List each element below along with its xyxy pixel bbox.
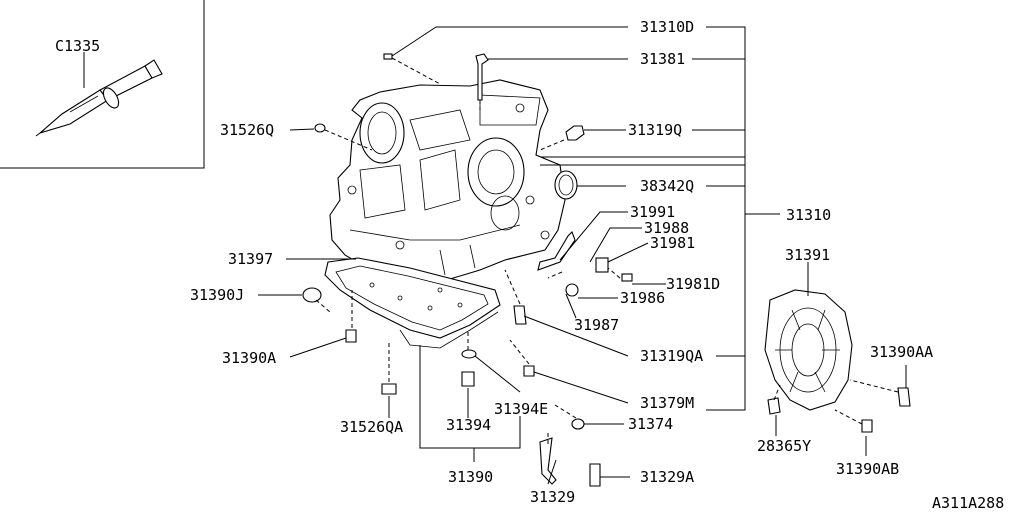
callout-31988: 31988	[644, 219, 689, 237]
callout-31390: 31390	[448, 468, 493, 486]
part-31526QA	[381, 383, 397, 395]
part-28365Y	[767, 397, 781, 415]
part-31526Q	[314, 123, 326, 133]
callout-31397: 31397	[228, 250, 273, 268]
part-31379M	[523, 365, 535, 377]
part-31381	[475, 53, 489, 101]
part-31390AB	[861, 419, 873, 433]
part-31981D	[621, 273, 633, 282]
part-31986	[565, 283, 579, 297]
install-lines	[315, 57, 899, 444]
part-31310D	[383, 53, 393, 60]
part-31329	[539, 437, 557, 485]
case-flange-ring	[467, 137, 525, 207]
part-31394	[461, 371, 475, 387]
callout-31390AA: 31390AA	[870, 343, 933, 361]
callout-31319QA: 31319QA	[640, 347, 703, 365]
callout-31987: 31987	[574, 316, 619, 334]
callout-31391: 31391	[785, 246, 830, 264]
callout-31981: 31981	[650, 234, 695, 252]
callout-31329A: 31329A	[640, 468, 694, 486]
callout-31986: 31986	[620, 289, 665, 307]
callout-28365Y: 28365Y	[757, 437, 811, 455]
sealant-tube-illustration	[35, 59, 163, 137]
callout-38342Q: 38342Q	[640, 177, 694, 195]
callout-31329: 31329	[530, 488, 575, 506]
callout-labels: 31310D 31381 31526Q 31319Q 38342Q 31310 …	[190, 18, 1004, 512]
part-31394E	[461, 349, 477, 359]
callout-31374: 31374	[628, 415, 673, 433]
part-38342Q	[554, 170, 578, 200]
callout-c1335: C1335	[55, 37, 100, 55]
small-parts	[302, 53, 911, 487]
part-31319Q	[565, 125, 585, 141]
part-31374	[571, 418, 585, 430]
case-bore	[359, 102, 405, 164]
part-31390A	[345, 329, 357, 343]
callout-31379M: 31379M	[640, 394, 694, 412]
part-31390J	[302, 287, 322, 303]
callout-31381: 31381	[640, 50, 685, 68]
part-31991	[537, 231, 576, 271]
callout-31991: 31991	[630, 203, 675, 221]
callout-31310: 31310	[786, 206, 831, 224]
part-31319QA	[513, 305, 527, 325]
callout-31390J: 31390J	[190, 286, 244, 304]
transmission-case	[329, 79, 566, 283]
callout-31394E: 31394E	[494, 400, 548, 418]
diagram-code: A311A288	[932, 494, 1004, 512]
callout-31526Q: 31526Q	[220, 121, 274, 139]
oil-pan	[324, 257, 501, 349]
callout-31390A: 31390A	[222, 349, 276, 367]
inset-box: C1335	[0, 0, 205, 169]
part-31981	[595, 257, 609, 273]
rear-cover	[764, 289, 853, 411]
callout-31526QA: 31526QA	[340, 418, 403, 436]
callout-31394: 31394	[446, 416, 491, 434]
callout-31310D: 31310D	[640, 18, 694, 36]
callout-31390AB: 31390AB	[836, 460, 899, 478]
callout-31319Q: 31319Q	[628, 121, 682, 139]
part-31390AA	[897, 387, 911, 407]
callout-31981D: 31981D	[666, 275, 720, 293]
leader-lines	[258, 26, 907, 485]
part-31329A	[589, 463, 601, 487]
